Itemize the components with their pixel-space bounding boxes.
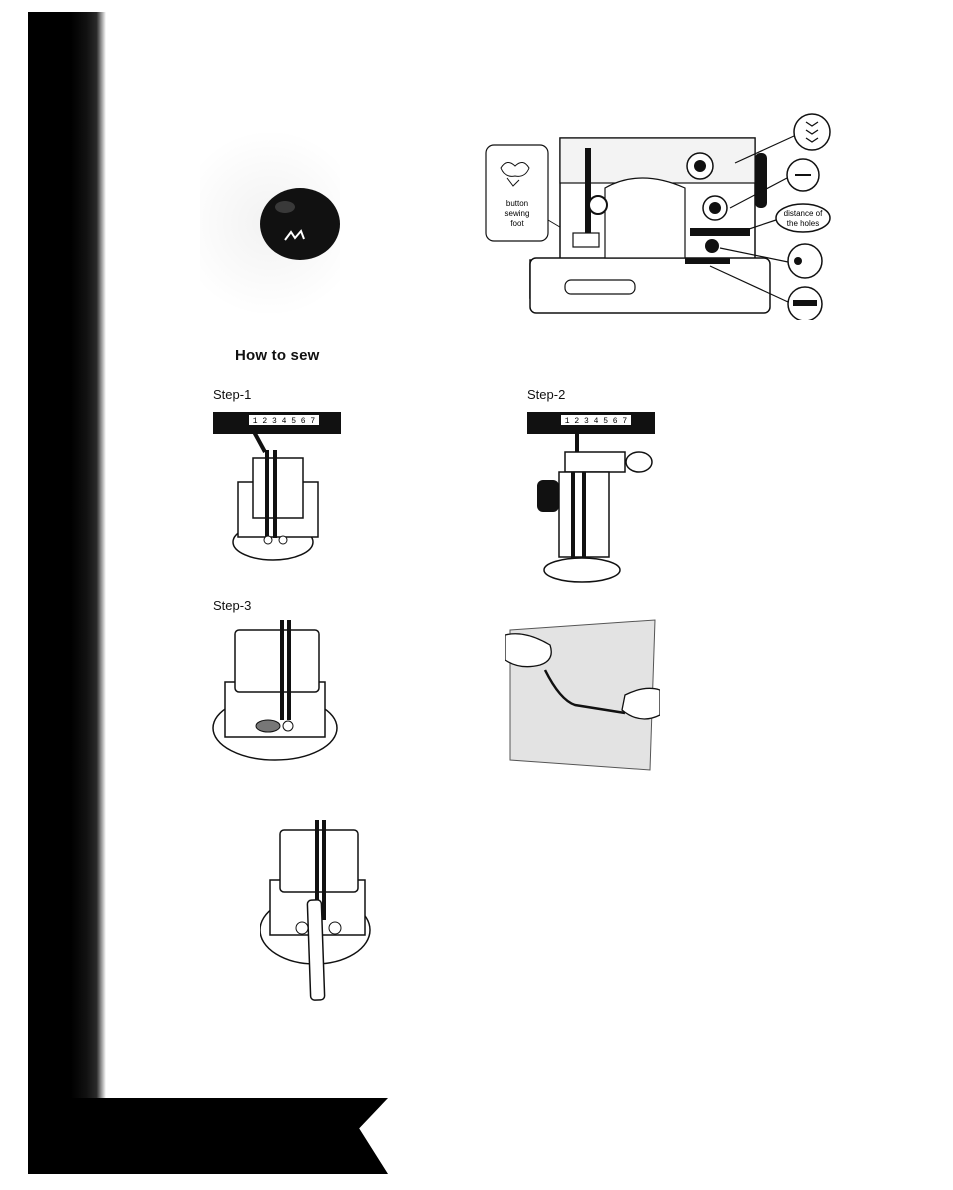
foot-with-shank-illustration	[260, 820, 385, 1005]
foot-label-line1: button	[506, 199, 528, 208]
pattern-knob-illustration	[255, 182, 345, 262]
sewing-machine-illustration: button sewing foot distance of the holes	[485, 108, 835, 320]
step-1-scale: 1 2 3 4 5 6 7	[253, 417, 316, 426]
step-1-label: Step-1	[213, 387, 251, 402]
scan-bottom-shadow	[28, 1098, 388, 1174]
step-3-label: Step-3	[213, 598, 251, 613]
fabric-illustration	[505, 615, 660, 775]
distance-label-line2: the holes	[787, 219, 819, 228]
step-2-scale: 1 2 3 4 5 6 7	[565, 417, 628, 426]
step-2-illustration: 1 2 3 4 5 6 7	[527, 410, 657, 585]
foot-label-line3: foot	[510, 219, 524, 228]
scan-edge-shadow	[28, 12, 106, 1172]
step-1-illustration: 1 2 3 4 5 6 7	[213, 410, 343, 570]
foot-label-line2: sewing	[505, 209, 530, 218]
step-2-label: Step-2	[527, 387, 565, 402]
page-title: How to sew	[235, 347, 320, 364]
step-3-illustration	[210, 620, 340, 765]
distance-label-line1: distance of	[784, 209, 823, 218]
